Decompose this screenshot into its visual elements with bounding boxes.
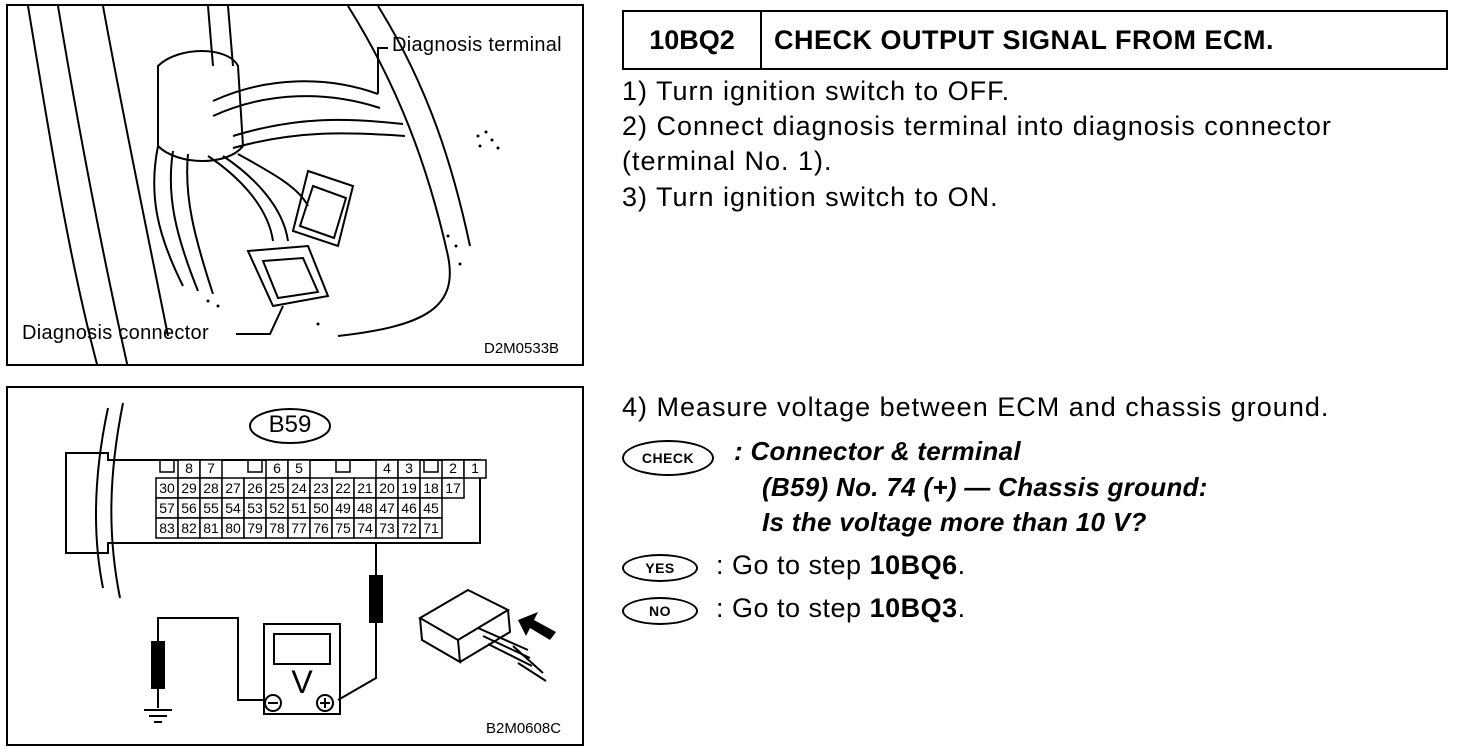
- instruction-3: 3) Turn ignition switch to ON.: [622, 182, 999, 212]
- pin-number-76: 76: [313, 520, 329, 536]
- pin-number-56: 56: [181, 500, 197, 516]
- pin-number-46: 46: [401, 500, 417, 516]
- diagnosis-connector-figure: Diagnosis terminal Diagnosis connector D…: [6, 4, 584, 366]
- pin-number-83: 83: [159, 520, 175, 536]
- pin-number-75: 75: [335, 520, 351, 536]
- no-suffix: .: [957, 593, 966, 623]
- pin-number-49: 49: [335, 500, 351, 516]
- pin-number-74: 74: [357, 520, 373, 536]
- no-target-step: 10BQ3: [869, 593, 958, 623]
- pin-number-29: 29: [181, 480, 197, 496]
- pin-number-8: 8: [185, 460, 193, 476]
- diagnosis-terminal-callout: Diagnosis terminal: [392, 34, 562, 56]
- connector-key-notch: [335, 460, 351, 473]
- figure-code: D2M0533B: [484, 340, 560, 357]
- no-prefix: : Go to step: [716, 593, 870, 623]
- pin-number-45: 45: [423, 500, 439, 516]
- check-line-2: (B59) No. 74 (+) — Chassis ground:: [762, 472, 1208, 502]
- pin-cell: [463, 459, 487, 479]
- pin-number-3: 3: [405, 460, 413, 476]
- pin-number-2: 2: [449, 460, 457, 476]
- check-badge: CHECK: [622, 440, 714, 476]
- yes-suffix: .: [957, 550, 966, 580]
- instruction-2: 2) Connect diagnosis terminal into diagn…: [622, 111, 1332, 141]
- connector-key-notch: [423, 460, 439, 473]
- pin-number-25: 25: [269, 480, 285, 496]
- pin-number-71: 71: [423, 520, 439, 536]
- pin-number-21: 21: [357, 480, 373, 496]
- step-id: 10BQ2: [624, 12, 762, 68]
- pin-number-82: 82: [181, 520, 197, 536]
- yes-target-step: 10BQ6: [869, 550, 958, 580]
- step-title: CHECK OUTPUT SIGNAL FROM ECM.: [774, 24, 1274, 55]
- pin-number-54: 54: [225, 500, 241, 516]
- pin-number-23: 23: [313, 480, 329, 496]
- pin-cell: [419, 517, 443, 539]
- connector-key-notch: [159, 460, 175, 473]
- instruction-1: 1) Turn ignition switch to OFF.: [622, 76, 1011, 106]
- pin-number-81: 81: [203, 520, 219, 536]
- pin-number-17: 17: [445, 480, 461, 496]
- pin-number-5: 5: [295, 460, 303, 476]
- diagnosis-connector-callout: Diagnosis connector: [22, 322, 209, 344]
- pin-number-53: 53: [247, 500, 263, 516]
- pin-number-19: 19: [401, 480, 417, 496]
- no-result: : Go to step 10BQ3.: [716, 593, 966, 624]
- pin-number-1: 1: [471, 460, 479, 476]
- pin-number-4: 4: [383, 460, 391, 476]
- pin-number-30: 30: [159, 480, 175, 496]
- yes-result: : Go to step 10BQ6.: [716, 550, 966, 581]
- pin-number-55: 55: [203, 500, 219, 516]
- pin-number-73: 73: [379, 520, 395, 536]
- instruction-2-continued: (terminal No. 1).: [622, 146, 833, 176]
- figure-code: B2M0608C: [486, 720, 562, 737]
- pin-number-7: 7: [207, 460, 215, 476]
- pin-number-47: 47: [379, 500, 395, 516]
- pin-number-24: 24: [291, 480, 307, 496]
- check-line-1: : Connector & terminal: [734, 436, 1021, 466]
- pin-number-52: 52: [269, 500, 285, 516]
- pin-number-57: 57: [159, 500, 175, 516]
- voltmeter-symbol: V: [291, 664, 313, 700]
- pin-number-22: 22: [335, 480, 351, 496]
- pin-number-20: 20: [379, 480, 395, 496]
- pin-number-51: 51: [291, 500, 307, 516]
- connector-key-notch: [247, 460, 263, 473]
- pin-number-18: 18: [423, 480, 439, 496]
- pin-number-26: 26: [247, 480, 263, 496]
- pin-number-80: 80: [225, 520, 241, 536]
- diagnosis-connector-illustration: [27, 6, 500, 364]
- no-badge: NO: [622, 597, 698, 625]
- pin-number-77: 77: [291, 520, 307, 536]
- pin-number-48: 48: [357, 500, 373, 516]
- pin-number-79: 79: [247, 520, 263, 536]
- connector-label: B59: [268, 411, 312, 438]
- step-header: 10BQ2 CHECK OUTPUT SIGNAL FROM ECM.: [622, 10, 1448, 70]
- pin-cell: [441, 477, 465, 499]
- pin-number-78: 78: [269, 520, 285, 536]
- instruction-4: 4) Measure voltage between ECM and chass…: [622, 392, 1330, 422]
- check-line-3: Is the voltage more than 10 V?: [762, 507, 1147, 537]
- pin-number-72: 72: [401, 520, 417, 536]
- pin-number-28: 28: [203, 480, 219, 496]
- pin-number-27: 27: [225, 480, 241, 496]
- pin-number-50: 50: [313, 500, 329, 516]
- yes-prefix: : Go to step: [716, 550, 870, 580]
- yes-badge: YES: [622, 554, 698, 582]
- pin-number-6: 6: [273, 460, 281, 476]
